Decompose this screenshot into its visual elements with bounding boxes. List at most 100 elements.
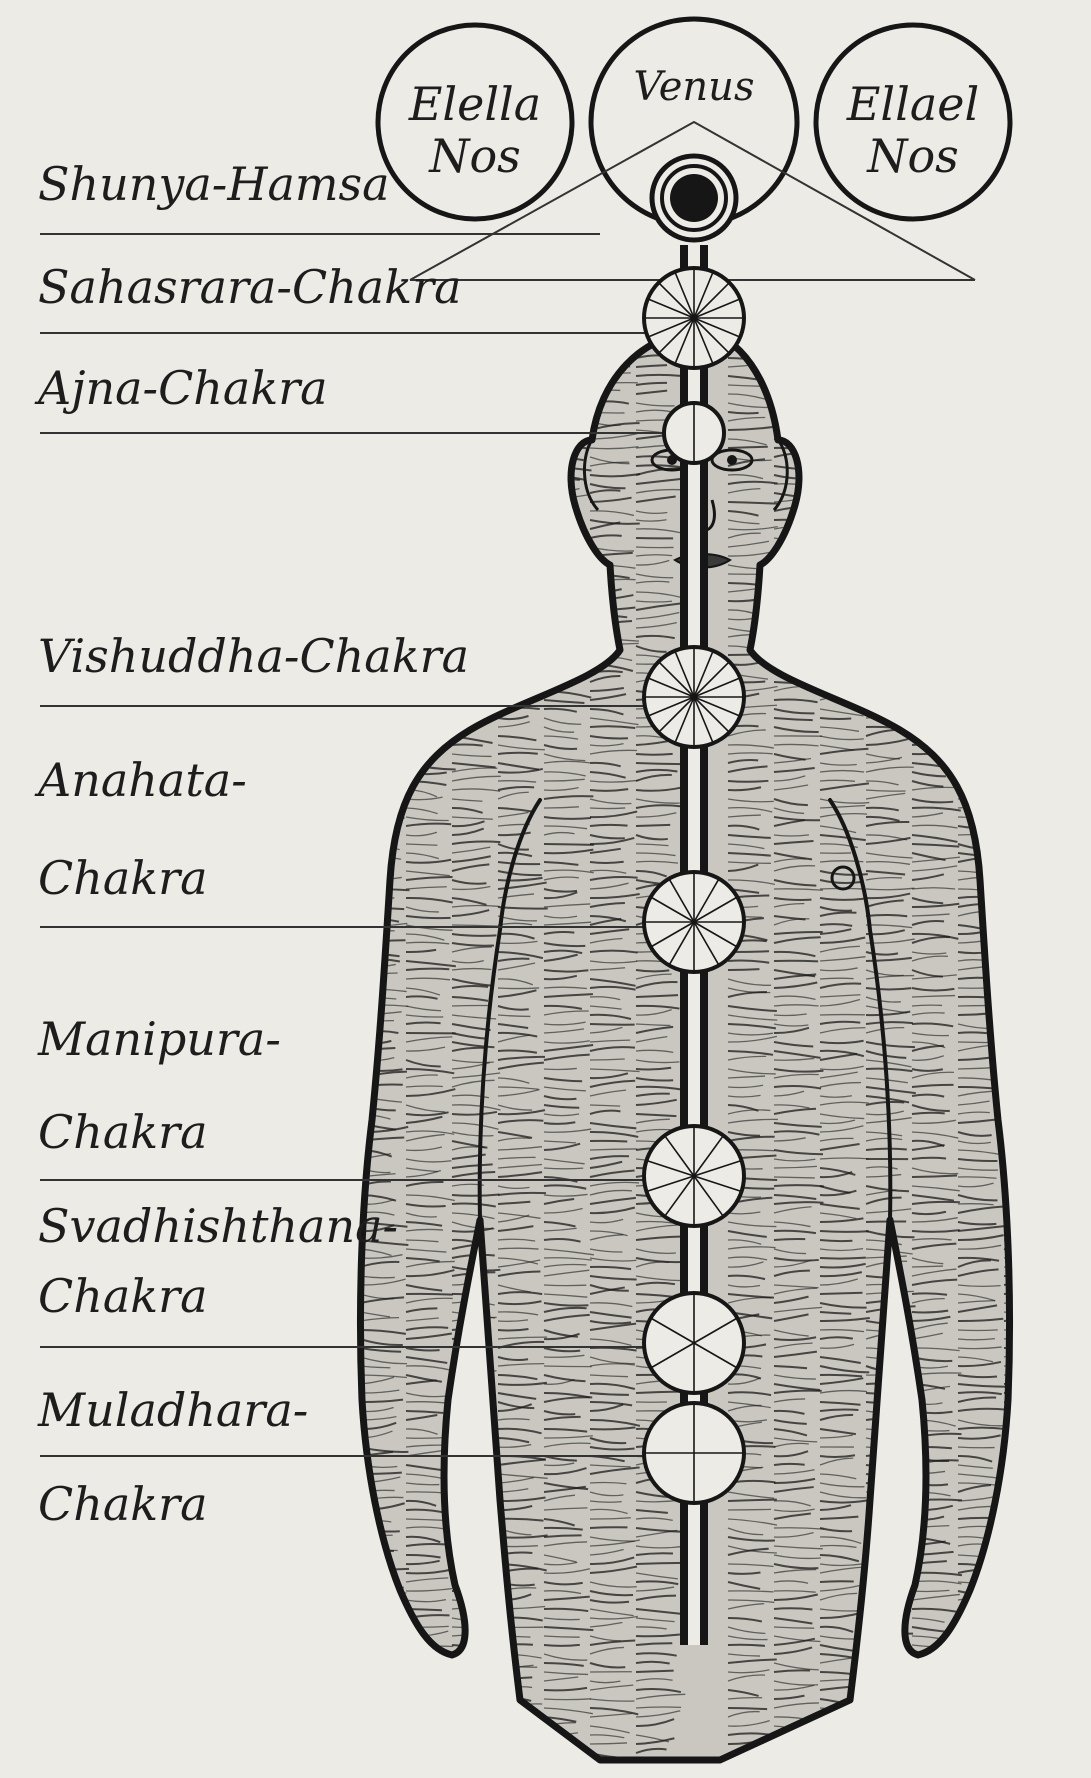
hatch-stroke xyxy=(360,544,405,547)
hatch-stroke xyxy=(958,409,1001,412)
hatch-stroke xyxy=(590,352,632,358)
hatch-stroke xyxy=(1004,1104,1036,1106)
hatch-stroke xyxy=(958,1742,994,1744)
hatch-stroke xyxy=(866,663,901,665)
hatch-stroke xyxy=(912,662,954,664)
hatch-stroke xyxy=(1004,925,1035,932)
hatch-stroke xyxy=(958,1627,1004,1631)
hatch-stroke xyxy=(1004,551,1051,556)
hatch-stroke xyxy=(820,347,862,349)
hatch-stroke xyxy=(912,506,942,511)
hatch-stroke xyxy=(452,1659,493,1663)
hatch-stroke xyxy=(360,855,390,862)
hatch-stroke xyxy=(912,706,959,709)
hatch-stroke xyxy=(360,367,399,374)
hatch-stroke xyxy=(452,1399,482,1402)
hatch-stroke xyxy=(406,434,442,439)
hatch-stroke xyxy=(912,367,948,373)
hatch-stroke xyxy=(406,619,437,622)
hatch-stroke xyxy=(360,1690,403,1691)
hatch-stroke xyxy=(1004,466,1038,472)
hatch-stroke xyxy=(958,1681,1004,1685)
hatch-stroke xyxy=(498,418,539,421)
hatch-stroke xyxy=(958,745,997,750)
hatch-stroke xyxy=(774,374,820,376)
hatch-stroke xyxy=(820,677,869,682)
hatch-stroke xyxy=(452,502,497,504)
hatch-stroke xyxy=(406,1659,454,1663)
hatch-stroke xyxy=(912,412,961,418)
hatch-stroke xyxy=(1004,457,1047,463)
hatch-stroke xyxy=(912,439,956,445)
hatch-stroke xyxy=(452,486,492,493)
hatch-stroke xyxy=(866,1402,909,1403)
hatch-stroke xyxy=(452,1708,496,1714)
hatch-stroke xyxy=(406,1744,453,1750)
hatch-stroke xyxy=(498,568,532,574)
hatch-stroke xyxy=(452,349,491,354)
label-svadhishthana-line1: Svadhishthana- xyxy=(38,1199,398,1253)
hatch-stroke xyxy=(912,688,960,691)
hatch-stroke xyxy=(958,397,996,403)
hatch-stroke xyxy=(958,1650,997,1654)
hatch-stroke xyxy=(1004,1537,1041,1540)
hatch-stroke xyxy=(498,372,536,376)
hatch-stroke xyxy=(866,511,899,516)
hatch-stroke xyxy=(1004,1487,1037,1492)
hatch-stroke xyxy=(866,1668,897,1672)
hatch-stroke xyxy=(1004,1483,1049,1486)
hatch-stroke xyxy=(1004,1528,1036,1530)
hatch-stroke xyxy=(498,565,546,570)
hatch-stroke xyxy=(912,1753,943,1760)
hatch-stroke xyxy=(912,1744,961,1751)
hatch-stroke xyxy=(728,447,768,448)
hatch-stroke xyxy=(866,1726,904,1730)
hatch-stroke xyxy=(452,1438,487,1442)
hatch-stroke xyxy=(406,1714,449,1717)
hatch-stroke xyxy=(452,1672,483,1679)
hatch-stroke xyxy=(1004,336,1037,340)
hatch-stroke xyxy=(1004,510,1039,511)
hatch-stroke xyxy=(1004,717,1048,719)
hatch-stroke xyxy=(1004,1069,1046,1070)
hatch-stroke xyxy=(820,481,860,485)
hatch-stroke xyxy=(452,745,483,746)
hatch-stroke xyxy=(498,334,541,340)
hatch-stroke xyxy=(1004,439,1051,440)
hatch-stroke xyxy=(544,599,582,601)
hatch-stroke xyxy=(958,482,991,484)
hatch-stroke xyxy=(820,565,866,569)
hatch-stroke xyxy=(820,592,854,594)
hatch-stroke xyxy=(1004,1186,1050,1192)
hatch-stroke xyxy=(360,1659,397,1663)
hatch-stroke xyxy=(958,781,1007,783)
hatch-stroke xyxy=(958,627,1004,629)
hatch-stroke xyxy=(360,519,402,522)
hatch-stroke xyxy=(1004,1609,1049,1615)
hatch-stroke xyxy=(820,1581,854,1582)
hatch-stroke xyxy=(866,457,906,463)
hatch-stroke xyxy=(1004,808,1038,812)
hatch-stroke xyxy=(1004,366,1052,368)
hatch-stroke xyxy=(590,349,639,354)
hatch-stroke xyxy=(452,574,492,577)
hatch-stroke xyxy=(452,367,493,374)
hatch-stroke xyxy=(820,405,864,412)
hatch-stroke xyxy=(1004,1420,1052,1424)
anahata-chakra-wheel xyxy=(644,872,744,972)
hatch-stroke xyxy=(866,610,896,614)
hatch-stroke xyxy=(452,1005,490,1006)
hatch-stroke xyxy=(958,1708,989,1713)
hatch-stroke xyxy=(866,597,905,602)
hatch-stroke xyxy=(452,1561,493,1564)
hatch-stroke xyxy=(866,1699,906,1704)
hatch-stroke xyxy=(452,466,497,468)
hatch-stroke xyxy=(452,529,499,532)
hatch-stroke xyxy=(544,1751,588,1753)
hatch-stroke xyxy=(958,491,1007,493)
hatch-stroke xyxy=(452,700,484,706)
hatch-stroke xyxy=(820,443,869,448)
hatch-stroke xyxy=(958,700,990,705)
hatch-stroke xyxy=(820,609,850,610)
hatch-stroke xyxy=(406,574,437,575)
